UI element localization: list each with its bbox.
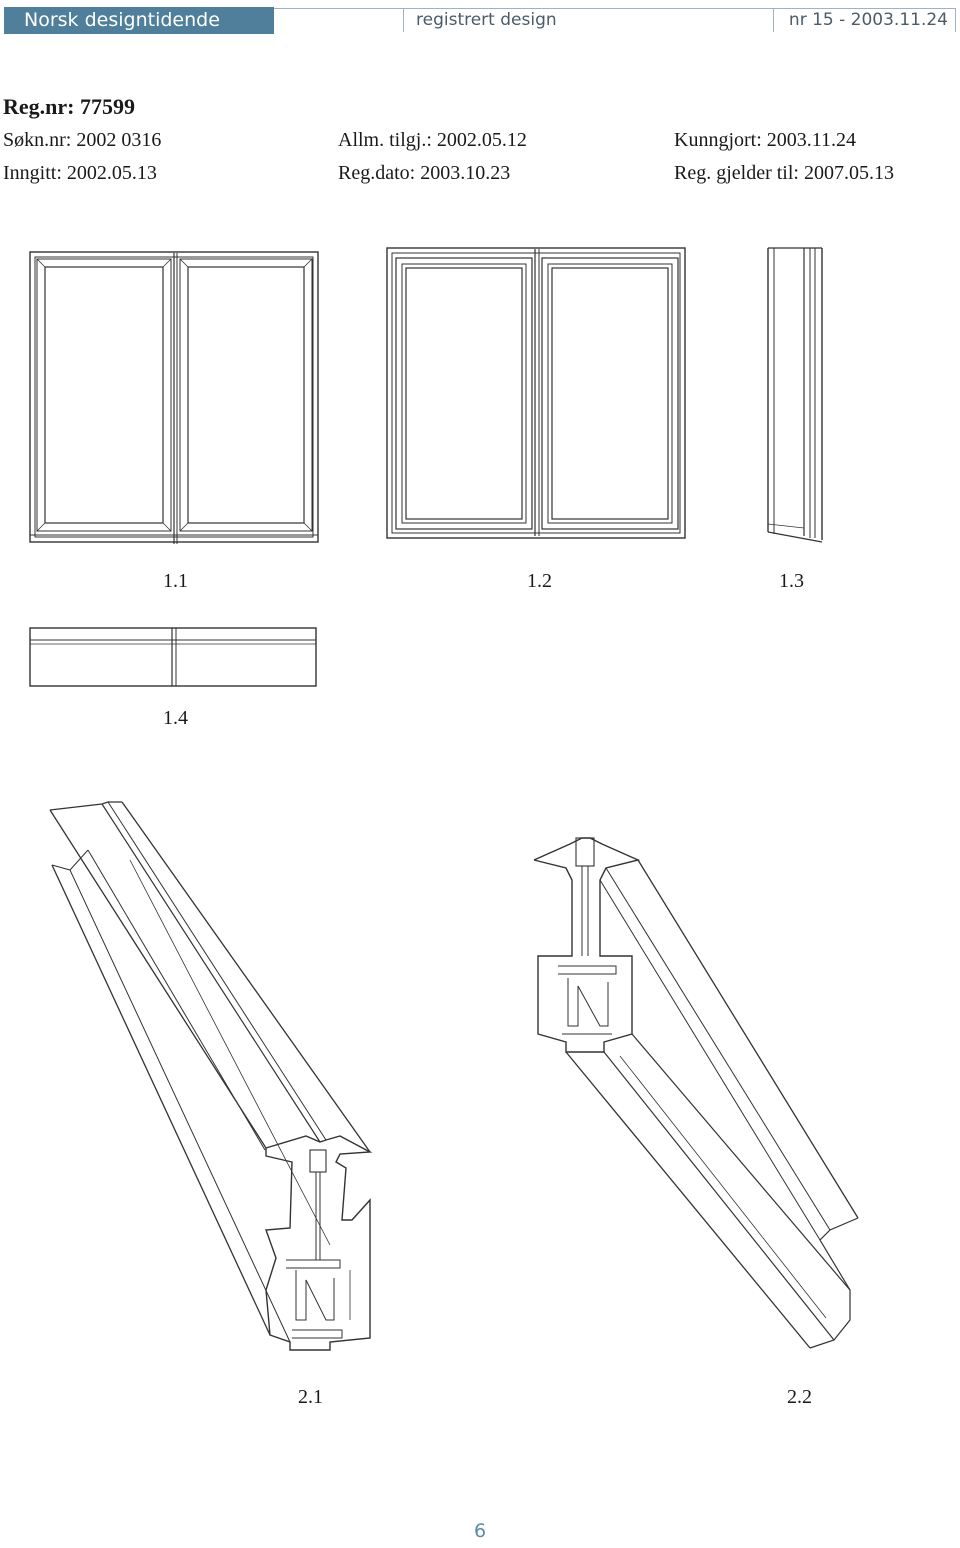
- figure-label: 2.2: [787, 1386, 812, 1408]
- valid-until-date: Reg. gjelder til: 2007.05.13: [674, 162, 894, 184]
- registration-number: Reg.nr: 77599: [3, 94, 135, 119]
- figure-2-2-drawing: [533, 837, 859, 1349]
- figure-2-1-drawing: [49, 801, 373, 1351]
- figure-1-3-drawing: [767, 247, 823, 543]
- public-date: Allm. tilgj.: 2002.05.12: [338, 129, 527, 151]
- page-header: Norsk designtidende registrert design nr…: [0, 0, 960, 40]
- application-number: Søkn.nr: 2002 0316: [3, 129, 162, 151]
- figure-1-4-drawing: [29, 627, 317, 687]
- figure-1-2-drawing: [386, 247, 686, 539]
- announced-date: Kunngjort: 2003.11.24: [674, 129, 857, 151]
- section-label: registrert design: [416, 10, 557, 30]
- figure-label: 1.1: [163, 570, 188, 592]
- header-rule: [274, 8, 956, 9]
- figure-label: 2.1: [298, 1386, 323, 1408]
- publication-title: Norsk designtidende: [4, 7, 274, 34]
- figure-label: 1.2: [527, 570, 552, 592]
- header-divider: [955, 8, 956, 32]
- figure-label: 1.3: [779, 570, 804, 592]
- issue-label: nr 15 - 2003.11.24: [788, 10, 948, 30]
- header-divider: [403, 8, 404, 32]
- filed-date: Inngitt: 2002.05.13: [3, 162, 157, 184]
- figure-label: 1.4: [163, 707, 188, 729]
- figure-1-1-drawing: [29, 251, 319, 544]
- registration-date: Reg.dato: 2003.10.23: [338, 162, 511, 184]
- header-divider: [773, 8, 774, 32]
- page-number: 6: [473, 1520, 487, 1542]
